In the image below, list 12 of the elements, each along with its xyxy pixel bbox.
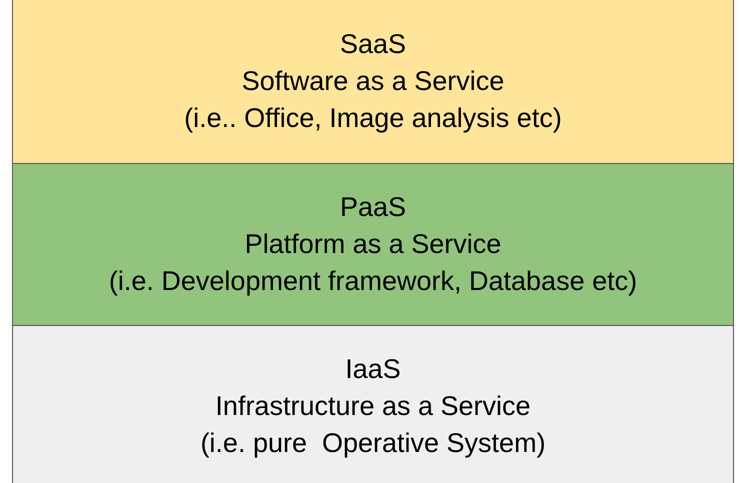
layer-description: (i.e.. Office, Image analysis etc) bbox=[184, 102, 562, 135]
layer-description: Platform as a Service bbox=[244, 228, 502, 261]
layer-description: (i.e. pure Operative System) bbox=[200, 426, 546, 460]
layer-box bbox=[12, 0, 734, 164]
layer-description: (i.e. Development framework, Database etc) bbox=[108, 265, 638, 298]
layer-title: IaaS bbox=[345, 352, 401, 386]
layer-title: SaaS bbox=[340, 28, 406, 60]
layer-description: Software as a Service bbox=[242, 64, 504, 98]
layer-title: PaaS bbox=[340, 191, 406, 224]
layer-description: Infrastructure as a Service bbox=[215, 390, 531, 422]
layer-box bbox=[12, 163, 734, 326]
layer-box bbox=[12, 325, 734, 483]
